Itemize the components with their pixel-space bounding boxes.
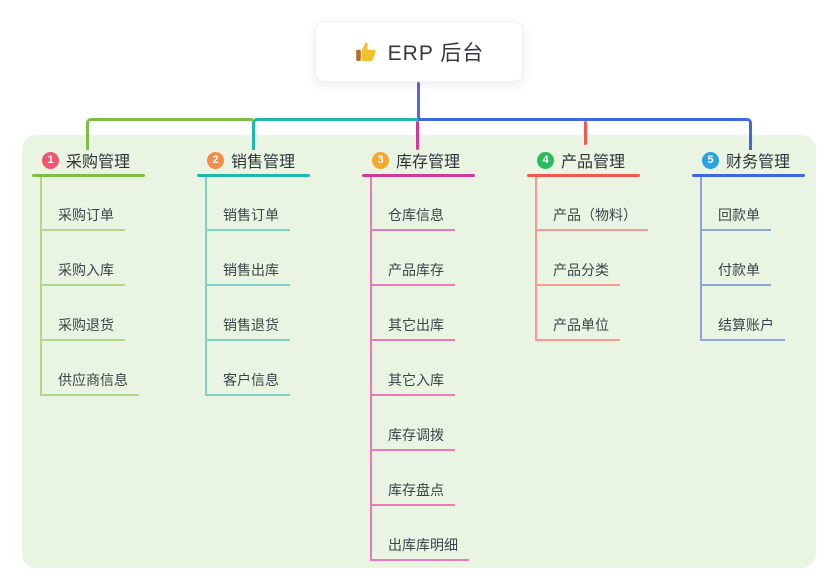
child-node[interactable]: 产品库存 bbox=[388, 262, 444, 278]
child-connector-line bbox=[535, 177, 537, 341]
child-node[interactable]: 客户信息 bbox=[223, 372, 279, 388]
child-node-underline bbox=[370, 394, 455, 396]
branch-header-1[interactable]: 1 采购管理 bbox=[32, 146, 145, 174]
child-node-underline bbox=[370, 339, 455, 341]
child-node[interactable]: 销售退货 bbox=[223, 317, 279, 333]
child-node-underline bbox=[700, 284, 771, 286]
child-node[interactable]: 供应商信息 bbox=[58, 372, 128, 388]
connector-branch-1 bbox=[86, 118, 253, 150]
thumbs-up-icon bbox=[354, 40, 378, 64]
branch-index-badge: 3 bbox=[372, 151, 389, 169]
child-connector-line bbox=[700, 177, 702, 341]
connector-branch-3 bbox=[416, 121, 419, 150]
child-node-underline bbox=[370, 559, 469, 561]
child-node[interactable]: 其它入库 bbox=[388, 372, 444, 388]
child-node-underline bbox=[205, 229, 290, 231]
child-node-underline bbox=[535, 339, 620, 341]
branch-header-2[interactable]: 2 销售管理 bbox=[197, 146, 310, 174]
branch-label: 采购管理 bbox=[66, 154, 131, 171]
branch-label: 库存管理 bbox=[396, 154, 461, 171]
child-node-underline bbox=[700, 339, 785, 341]
branches-panel bbox=[22, 135, 816, 568]
child-connector-line bbox=[205, 177, 207, 396]
child-node-underline bbox=[535, 284, 620, 286]
child-node[interactable]: 库存盘点 bbox=[388, 482, 444, 498]
child-node[interactable]: 产品分类 bbox=[553, 262, 609, 278]
child-node-underline bbox=[370, 504, 455, 506]
child-node[interactable]: 销售订单 bbox=[223, 207, 279, 223]
root-node[interactable]: ERP 后台 bbox=[315, 21, 523, 82]
branch-label: 财务管理 bbox=[726, 154, 791, 171]
child-connector-line bbox=[370, 177, 372, 561]
branch-index-badge: 2 bbox=[207, 151, 224, 169]
root-title: ERP 后台 bbox=[387, 41, 485, 65]
branch-underline bbox=[32, 174, 145, 177]
child-node[interactable]: 采购退货 bbox=[58, 317, 114, 333]
child-node-underline bbox=[370, 449, 455, 451]
child-node-underline bbox=[700, 229, 771, 231]
connector-branch-2 bbox=[252, 118, 418, 150]
child-node-underline bbox=[370, 284, 455, 286]
child-node[interactable]: 结算账户 bbox=[718, 317, 774, 333]
child-node-underline bbox=[205, 339, 290, 341]
child-node[interactable]: 产品（物料） bbox=[553, 207, 637, 223]
branch-index-badge: 4 bbox=[537, 151, 554, 169]
branch-underline bbox=[527, 174, 640, 177]
branch-label: 产品管理 bbox=[561, 154, 626, 171]
child-node[interactable]: 采购入库 bbox=[58, 262, 114, 278]
child-connector-line bbox=[40, 177, 42, 396]
child-node-underline bbox=[370, 229, 455, 231]
branch-underline bbox=[362, 174, 475, 177]
child-node[interactable]: 出库库明细 bbox=[388, 537, 458, 553]
child-node[interactable]: 产品单位 bbox=[553, 317, 609, 333]
child-node-underline bbox=[40, 394, 139, 396]
child-node-underline bbox=[40, 284, 125, 286]
root-connector-line bbox=[417, 82, 420, 120]
branch-header-4[interactable]: 4 产品管理 bbox=[527, 146, 640, 174]
child-node-underline bbox=[40, 229, 125, 231]
branch-header-3[interactable]: 3 库存管理 bbox=[362, 146, 475, 174]
child-node[interactable]: 其它出库 bbox=[388, 317, 444, 333]
branch-label: 销售管理 bbox=[231, 154, 296, 171]
connector-branch-4 bbox=[584, 121, 587, 145]
child-node[interactable]: 采购订单 bbox=[58, 207, 114, 223]
branch-underline bbox=[197, 174, 310, 177]
branch-underline bbox=[692, 174, 805, 177]
branch-index-badge: 5 bbox=[702, 151, 719, 169]
child-node-underline bbox=[40, 339, 125, 341]
child-node-underline bbox=[535, 229, 648, 231]
connector-branch-5 bbox=[418, 118, 752, 150]
branch-index-badge: 1 bbox=[42, 151, 59, 169]
child-node-underline bbox=[205, 284, 290, 286]
child-node[interactable]: 仓库信息 bbox=[388, 207, 444, 223]
child-node[interactable]: 付款单 bbox=[718, 262, 760, 278]
child-node[interactable]: 库存调拨 bbox=[388, 427, 444, 443]
branch-header-5[interactable]: 5 财务管理 bbox=[692, 146, 805, 174]
child-node[interactable]: 销售出库 bbox=[223, 262, 279, 278]
child-node[interactable]: 回款单 bbox=[718, 207, 760, 223]
child-node-underline bbox=[205, 394, 290, 396]
